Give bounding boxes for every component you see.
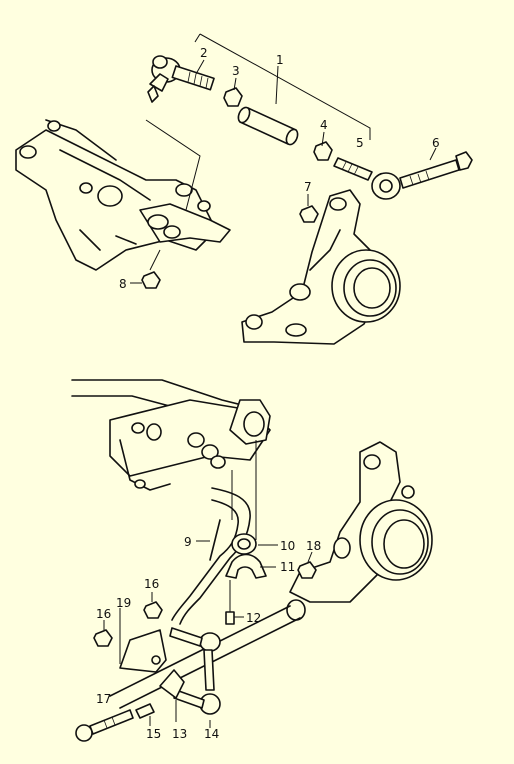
coupling-rod [169, 627, 221, 715]
callout-13: 13 [172, 727, 187, 741]
callout-18: 18 [306, 539, 321, 553]
tie-rod-bracket-line [194, 33, 371, 140]
subframe-bottom [71, 379, 271, 491]
callout-11: 11 [280, 560, 295, 574]
nut-8 [141, 249, 161, 289]
callout-2: 2 [200, 46, 208, 60]
subframe-top [15, 119, 231, 271]
nut-4 [313, 141, 333, 161]
bolt-6 [399, 151, 473, 189]
callout-10: 10 [280, 539, 295, 553]
nut-3 [223, 87, 243, 107]
callout-4: 4 [320, 118, 328, 132]
callout-9: 9 [184, 535, 192, 549]
callout-16-left: 16 [96, 607, 111, 621]
callout-19: 19 [116, 596, 131, 610]
callout-8: 8 [119, 277, 127, 291]
nut-7 [299, 205, 319, 223]
nut-16-right [143, 601, 163, 619]
bracket-19 [119, 608, 167, 673]
callout-labels: 1 2 3 4 5 6 7 8 9 10 11 12 13 14 15 16 1… [96, 46, 440, 741]
steering-knuckle-bottom [286, 441, 433, 621]
callout-16-right: 16 [144, 577, 159, 591]
leader-lines [103, 59, 437, 728]
lower-control-arm [109, 605, 301, 709]
callout-12: 12 [246, 611, 261, 625]
tie-rod-sleeve [237, 106, 299, 146]
inner-tie-rod [333, 157, 401, 200]
callout-7: 7 [304, 180, 312, 194]
callout-5: 5 [356, 136, 364, 150]
callout-1: 1 [276, 53, 284, 67]
bolt-15 [135, 703, 155, 726]
bracket-13 [159, 669, 185, 722]
stabilizer-clamp [225, 553, 267, 579]
callout-17: 17 [96, 692, 111, 706]
stabilizer-bushing [231, 533, 257, 555]
callout-6: 6 [432, 136, 440, 150]
bolt-17 [75, 709, 134, 742]
callout-14: 14 [204, 727, 219, 741]
callout-3: 3 [232, 64, 240, 78]
nut-16-left [93, 629, 113, 647]
tie-rod-end [147, 55, 215, 103]
steering-knuckle-top [241, 189, 401, 345]
tie-rod-leader [145, 119, 201, 211]
nut-18 [297, 561, 317, 579]
callout-15: 15 [146, 727, 161, 741]
bolt-12 [225, 580, 235, 625]
